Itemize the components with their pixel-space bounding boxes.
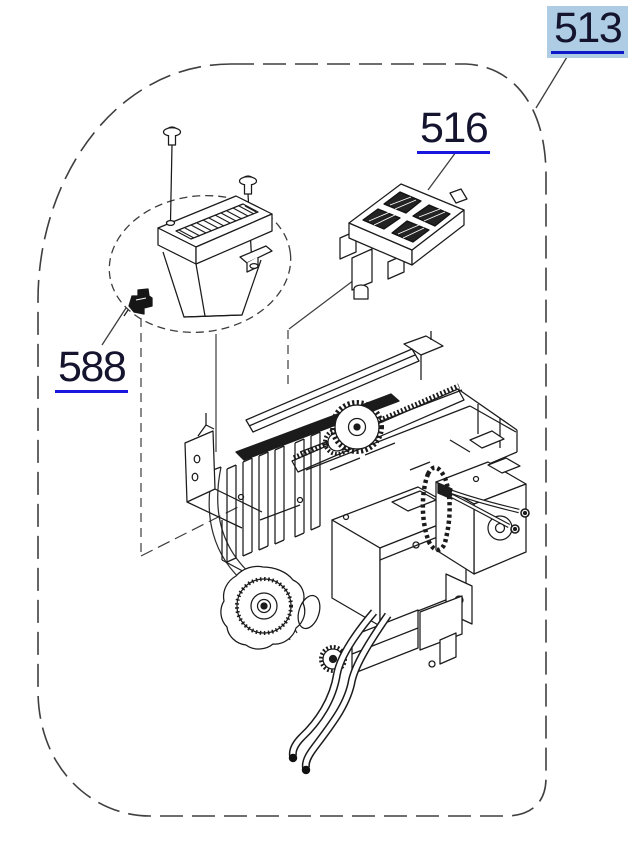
leader-513: [535, 56, 568, 109]
leader-516: [427, 151, 457, 191]
part-label-516[interactable]: 516: [417, 106, 491, 155]
main-assembly: [184, 331, 527, 675]
board-holder-part: [157, 195, 273, 318]
part-label-513[interactable]: 513: [547, 6, 629, 59]
leader-588: [101, 307, 127, 346]
part-label-588[interactable]: 588: [55, 345, 129, 394]
clip-part-588: [123, 288, 153, 317]
connector-part-516: [339, 183, 468, 300]
part-number-513[interactable]: 513: [551, 6, 625, 55]
part-number-588[interactable]: 588: [55, 345, 129, 394]
screw-2: [238, 175, 258, 266]
screw-1: [162, 126, 182, 227]
wire-harness: [437, 482, 530, 534]
detail-ellipse: [108, 194, 292, 334]
ink-tubes: [288, 609, 392, 775]
part-number-516[interactable]: 516: [417, 106, 491, 155]
leader-lines: [101, 56, 568, 346]
projection-lines: [140, 270, 367, 557]
group-boundary-border: [37, 63, 547, 817]
